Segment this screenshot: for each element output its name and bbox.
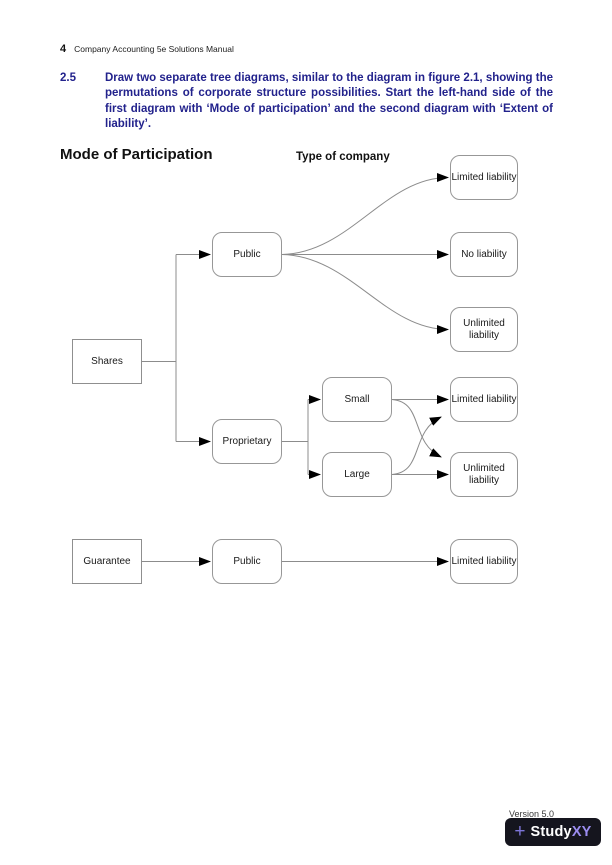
node-public-top: Public <box>212 232 282 277</box>
node-unlimited-liability-top: Unlimited liability <box>450 307 518 352</box>
question-block: 2.5 Draw two separate tree diagrams, sim… <box>60 71 553 132</box>
tree-diagram: Mode of Participation Type of company Sh… <box>0 140 612 610</box>
node-label: Limited liability <box>451 555 517 567</box>
diagram-column-header: Type of company <box>296 151 390 163</box>
document-header: 4 Company Accounting 5e Solutions Manual <box>60 43 552 55</box>
node-label: Guarantee <box>83 555 131 567</box>
node-limited-liability-bottom: Limited liability <box>450 539 518 584</box>
studyxy-logo: + StudyXY <box>505 818 601 846</box>
node-label: Large <box>344 468 370 480</box>
node-limited-liability-top: Limited liability <box>450 155 518 200</box>
node-label: No liability <box>461 248 507 260</box>
node-limited-liability-mid: Limited liability <box>450 377 518 422</box>
node-guarantee: Guarantee <box>72 539 142 584</box>
node-small: Small <box>322 377 392 422</box>
node-public-bottom: Public <box>212 539 282 584</box>
node-label: Proprietary <box>222 435 272 447</box>
node-shares: Shares <box>72 339 142 384</box>
diagram-connectors <box>142 173 449 566</box>
node-label: Limited liability <box>451 171 517 183</box>
studyxy-wordmark: StudyXY <box>531 824 592 840</box>
node-label: Unlimited liability <box>463 462 505 486</box>
document-header-title: Company Accounting 5e Solutions Manual <box>74 44 234 54</box>
version-label: Version 5.0 <box>509 809 555 819</box>
question-text: Draw two separate tree diagrams, similar… <box>105 72 553 130</box>
node-label: Public <box>233 248 261 260</box>
node-label: Shares <box>91 355 123 367</box>
node-label: Limited liability <box>451 393 517 405</box>
brand-accent: XY <box>571 824 592 840</box>
page-number: 4 <box>60 43 67 55</box>
node-label: Small <box>344 393 370 405</box>
diagram-title: Mode of Participation <box>60 146 213 163</box>
edge-small-unlimited <box>391 399 442 458</box>
edge-public-unlimited <box>281 254 449 334</box>
node-label: Unlimited liability <box>463 317 505 341</box>
brand-primary: Study <box>530 824 572 840</box>
edge-large-limited <box>391 416 442 475</box>
plus-icon: + <box>514 820 526 842</box>
node-no-liability: No liability <box>450 232 518 277</box>
question-number: 2.5 <box>60 72 76 84</box>
node-label: Public <box>233 555 261 567</box>
node-unlimited-liability-mid: Unlimited liability <box>450 452 518 497</box>
edge-public-limited <box>281 173 449 255</box>
node-proprietary: Proprietary <box>212 419 282 464</box>
node-large: Large <box>322 452 392 497</box>
